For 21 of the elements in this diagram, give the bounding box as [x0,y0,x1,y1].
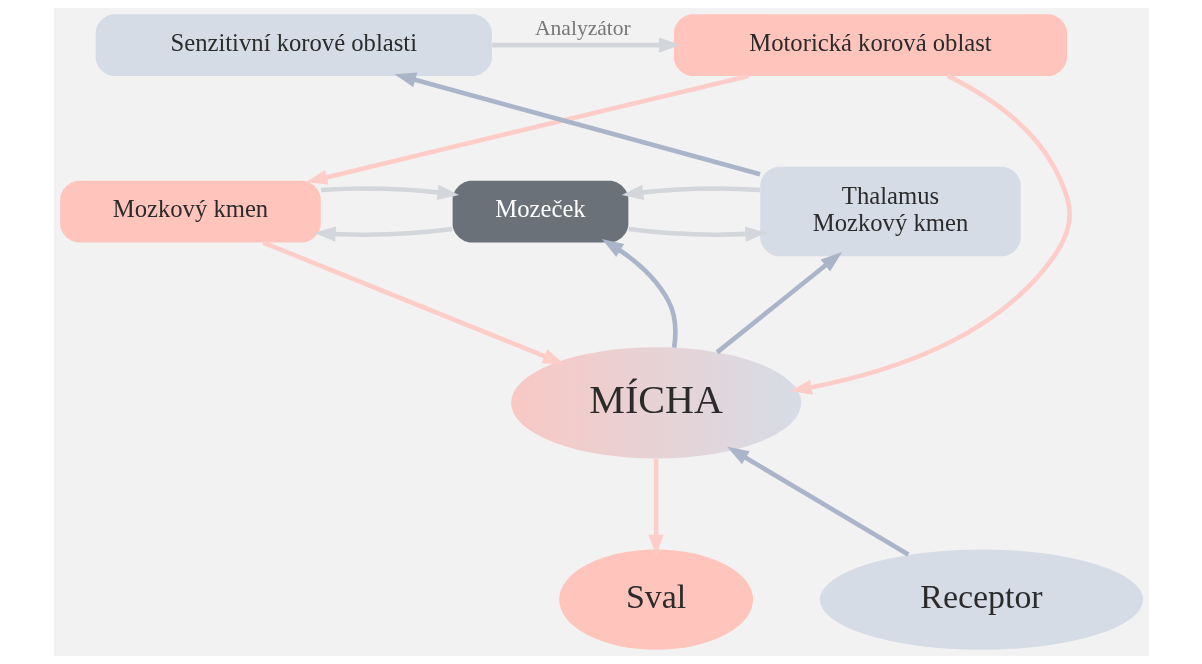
arrow [313,226,452,242]
arrow [491,37,681,53]
arrow [648,458,664,557]
arrow [715,251,842,355]
arrow [320,184,459,200]
node-box: Thalamus Mozkový kmen [759,166,1021,257]
arrow [393,72,761,177]
node-box: Mozeček [452,180,628,243]
arrow [305,73,749,185]
arrow [621,184,760,200]
arrow [627,226,767,242]
edge-label: Analyzátor [534,15,631,40]
arrow [601,238,678,348]
arrow [789,73,1072,395]
node-box: Mozkový kmen [59,180,321,243]
arrow [726,446,909,557]
node-ellipse: Sval [558,549,753,650]
node-box: Senzitivní korové oblasti [95,14,492,76]
node-box: Motorická korová oblast [673,14,1067,76]
arrow [261,240,564,365]
node-ellipse: Receptor [819,549,1143,650]
